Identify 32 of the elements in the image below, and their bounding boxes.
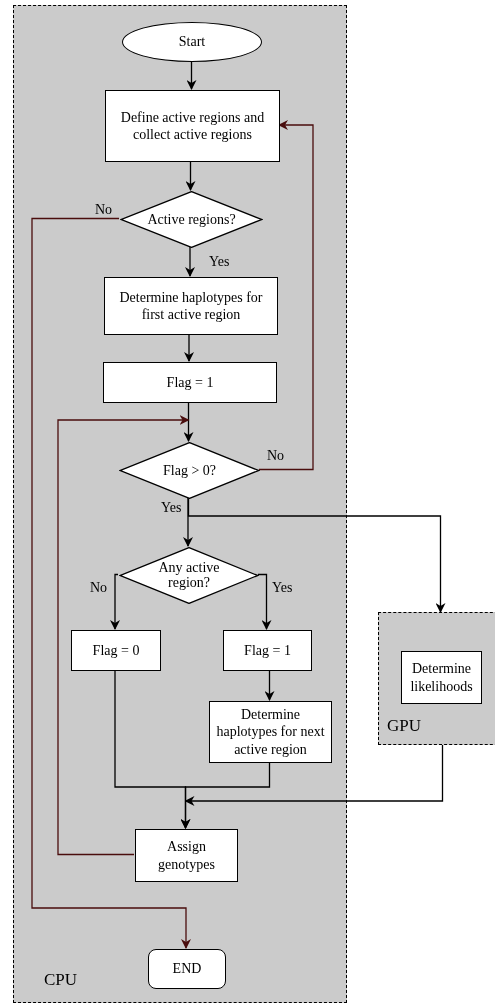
arrow — [184, 333, 194, 362]
process-box: Determine likelihoods — [401, 651, 482, 704]
process-box: Determine haplotypes for next active region — [209, 701, 332, 763]
arrow — [185, 246, 195, 277]
arrow — [257, 573, 272, 630]
decision-diamond: Any active region? — [119, 547, 259, 604]
arrow — [57, 415, 190, 856]
process-box: Define active regions and collect active regions — [105, 90, 280, 162]
arrow — [258, 120, 314, 471]
process-box: Flag = 1 — [223, 630, 312, 671]
group-panel — [13, 5, 347, 1003]
arrow — [185, 160, 196, 191]
arrow — [183, 401, 194, 442]
start-terminal: Start — [122, 22, 262, 62]
group-label: CPU — [44, 968, 78, 990]
decision-diamond: Flag > 0? — [119, 442, 260, 499]
decision-diamond: Active regions? — [120, 191, 263, 248]
arrow — [183, 497, 193, 547]
arrow — [110, 573, 120, 630]
process-box: Determine haplotypes for first active region — [104, 277, 278, 335]
end-terminal: END — [148, 949, 226, 989]
arrow — [184, 744, 444, 806]
arrow — [264, 669, 275, 701]
group-panel — [378, 612, 495, 745]
group-label: GPU — [387, 714, 421, 736]
arrow — [187, 497, 446, 613]
process-box: Flag = 0 — [71, 630, 161, 671]
arrow — [31, 217, 191, 949]
arrow — [180, 761, 271, 829]
arrow — [186, 60, 197, 90]
process-box: Flag = 1 — [103, 362, 277, 403]
process-box: Assign genotypes — [135, 829, 238, 882]
